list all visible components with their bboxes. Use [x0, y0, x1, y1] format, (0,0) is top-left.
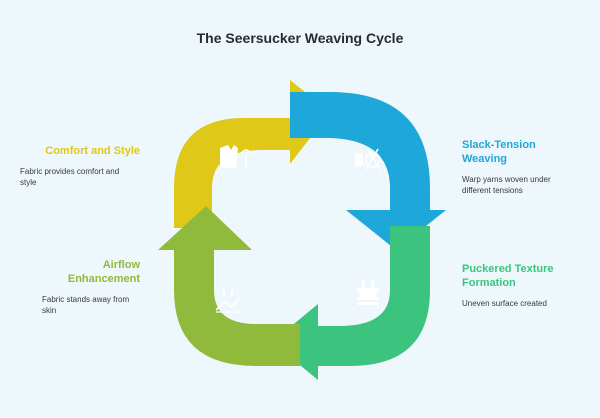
step-pucker-desc-1: Uneven surface created [462, 299, 547, 308]
droplets-trend-icon [215, 288, 241, 313]
step-airflow-desc-1: Fabric stands away from [42, 295, 130, 304]
segment-pucker [272, 226, 430, 380]
step-airflow-title-1: Airflow [102, 259, 140, 271]
yarn-spool-icon [355, 148, 381, 171]
step-slack-tension: Slack-Tension Weaving Warp yarns woven u… [462, 138, 600, 196]
step-airflow-desc-2: skin [42, 306, 57, 315]
page-title: The Seersucker Weaving Cycle [196, 30, 404, 46]
step-airflow-title-2: Enhancement [67, 273, 140, 285]
jacket-umbrella-icon [220, 145, 252, 168]
textured-fabric-icon [356, 280, 380, 305]
step-comfort-desc-2: style [20, 178, 37, 187]
step-pucker-title-2: Formation [462, 277, 516, 289]
segment-airflow [158, 206, 300, 366]
step-puckered-texture: Puckered Texture Formation Uneven surfac… [462, 262, 600, 309]
step-comfort-title: Comfort and Style [45, 145, 140, 157]
step-slack-desc-2: different tensions [462, 186, 523, 195]
step-pucker-title-1: Puckered Texture [462, 263, 554, 275]
step-airflow: Airflow Enhancement Fabric stands away f… [0, 258, 140, 316]
step-slack-title-1: Slack-Tension [462, 139, 536, 151]
step-slack-title-2: Weaving [462, 153, 508, 165]
step-slack-desc-1: Warp yarns woven under [462, 175, 551, 184]
step-comfort-desc-1: Fabric provides comfort and [20, 167, 120, 176]
step-comfort: Comfort and Style Fabric provides comfor… [0, 144, 140, 188]
segment-slack [290, 92, 446, 250]
